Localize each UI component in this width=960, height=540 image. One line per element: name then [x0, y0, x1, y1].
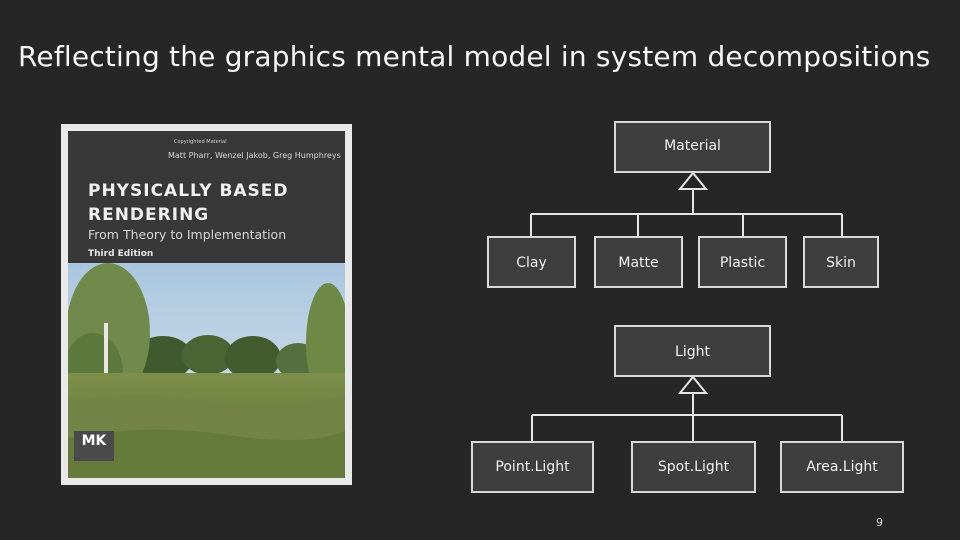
node-matte: Matte [594, 236, 683, 288]
light-inheritance-arrow [680, 377, 706, 393]
node-point-light: Point.Light [471, 441, 594, 493]
node-material-label: Material [664, 138, 721, 154]
node-area-light: Area.Light [780, 441, 904, 493]
node-skin: Skin [803, 236, 879, 288]
node-spot-light-label: Spot.Light [658, 459, 729, 475]
node-plastic-label: Plastic [720, 255, 765, 271]
node-skin-label: Skin [826, 255, 856, 271]
node-matte-label: Matte [618, 255, 658, 271]
material-inheritance-arrow [680, 173, 706, 189]
node-point-light-label: Point.Light [495, 459, 569, 475]
node-area-light-label: Area.Light [806, 459, 878, 475]
node-clay: Clay [487, 236, 576, 288]
page-number: 9 [876, 516, 883, 529]
node-plastic: Plastic [698, 236, 787, 288]
node-spot-light: Spot.Light [631, 441, 756, 493]
node-light-label: Light [675, 344, 710, 360]
node-light: Light [614, 325, 771, 377]
node-clay-label: Clay [516, 255, 547, 271]
node-material: Material [614, 121, 771, 173]
